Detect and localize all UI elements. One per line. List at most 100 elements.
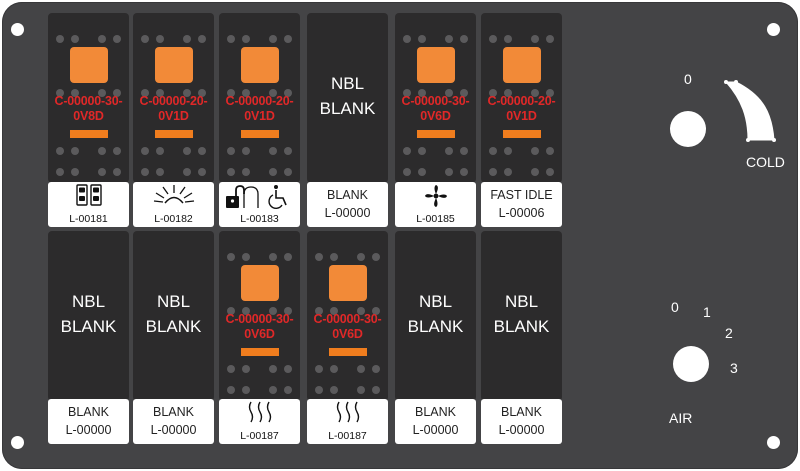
switch-code-line2: 0V1D [506, 109, 537, 123]
indicator-dots-row [133, 168, 214, 178]
air-position-2: 2 [725, 325, 733, 341]
switch-code-line2: 0V6D [420, 109, 451, 123]
legend-code: L-00000 [150, 423, 197, 437]
blank-switch-line1: NBL [330, 74, 365, 93]
switch-legend-label: L-00185 [395, 182, 476, 227]
blank-switch-line2: BLANK [60, 317, 117, 336]
indicator-dots-row [395, 168, 476, 178]
indicator-dot [156, 89, 164, 97]
indicator-dots-row [133, 89, 214, 99]
indicator-dots-row [307, 365, 388, 375]
indicator-dot [460, 168, 468, 176]
rocker-switch[interactable]: C-00000-30-0V6D [219, 231, 300, 401]
rocker-switch[interactable]: C-00000-30-0V6D [307, 231, 388, 401]
indicator-dot [227, 253, 235, 261]
indicator-dot [330, 386, 338, 394]
indicator-dot [242, 168, 250, 176]
indicator-dot [531, 35, 539, 43]
indicator-dots-row [219, 307, 300, 317]
switch-code-line2: 0V6D [244, 327, 275, 341]
indicator-dots-row [48, 168, 129, 178]
indicator-dots-row [219, 147, 300, 157]
blank-switch-line2: BLANK [145, 317, 202, 336]
legend-code: L-00183 [240, 213, 279, 225]
indicator-dot [98, 35, 106, 43]
indicator-dot [242, 147, 250, 155]
indicator-dot [315, 386, 323, 394]
rocker-switch[interactable]: C-00000-30-0V8D [48, 13, 129, 183]
indicator-dot [227, 365, 235, 373]
rocker-switch[interactable]: C-00000-20-0V1D [219, 13, 300, 183]
indicator-dot [113, 89, 121, 97]
indicator-dot [403, 35, 411, 43]
indicator-dot [156, 35, 164, 43]
switch-indicator-bar [241, 130, 279, 138]
mounting-hole-bottom-left [11, 436, 24, 449]
indicator-dot [269, 147, 277, 155]
indicator-dot [56, 89, 64, 97]
indicator-dot [403, 89, 411, 97]
indicator-dot [71, 89, 79, 97]
indicator-dot [418, 89, 426, 97]
indicator-dot [489, 35, 497, 43]
legend-code: L-00000 [412, 423, 459, 437]
indicator-dot [504, 147, 512, 155]
rocker-switch[interactable]: C-00000-20-0V1D [481, 13, 562, 183]
heat-wave-icon [219, 401, 300, 423]
air-knob[interactable] [673, 346, 709, 382]
indicator-dot [227, 168, 235, 176]
indicator-dot [71, 168, 79, 176]
blank-switch-line2: BLANK [493, 317, 550, 336]
switch-code-line1: C-00000-20- [139, 94, 208, 108]
temperature-knob[interactable] [670, 111, 706, 147]
indicator-dot [198, 168, 206, 176]
indicator-dot [183, 89, 191, 97]
switch-code-line2: 0V8D [73, 109, 104, 123]
indicator-dot [460, 147, 468, 155]
rocker-switch[interactable]: NBL BLANK [481, 231, 562, 401]
indicator-dot [284, 253, 292, 261]
legend-title: BLANK [415, 405, 456, 419]
indicator-dot [198, 35, 206, 43]
indicator-dots-row [481, 35, 562, 45]
indicator-dot [489, 168, 497, 176]
blank-switch-line1: NBL [418, 292, 453, 311]
indicator-dot [227, 386, 235, 394]
legend-title: BLANK [153, 405, 194, 419]
switch-code-line2: 0V6D [332, 327, 363, 341]
indicator-dot [460, 35, 468, 43]
indicator-dot [198, 147, 206, 155]
switch-indicator-bar [417, 130, 455, 138]
indicator-dot [284, 89, 292, 97]
indicator-dot [284, 365, 292, 373]
rocker-switch[interactable]: C-00000-20-0V1D [133, 13, 214, 183]
air-label: AIR [669, 410, 693, 426]
mounting-hole-bottom-right [767, 436, 780, 449]
fan-icon [395, 184, 476, 208]
air-position-3: 3 [730, 360, 738, 376]
legend-code: L-00182 [154, 213, 193, 225]
blank-switch-line1: NBL [504, 292, 539, 311]
indicator-dot [315, 307, 323, 315]
air-position-0: 0 [671, 299, 679, 315]
indicator-dot [330, 365, 338, 373]
switch-legend-label: L-00183 [219, 182, 300, 227]
indicator-dot [418, 168, 426, 176]
legend-code: L-00187 [328, 430, 367, 442]
indicator-dot [504, 35, 512, 43]
rocker-switch[interactable]: C-00000-30-0V6D [395, 13, 476, 183]
indicator-dots-row [395, 89, 476, 99]
indicator-dot [71, 147, 79, 155]
switch-indicator-bar [70, 130, 108, 138]
indicator-dot [531, 89, 539, 97]
indicator-dot [269, 35, 277, 43]
indicator-dots-row [219, 386, 300, 396]
indicator-dot [403, 168, 411, 176]
indicator-dot [242, 307, 250, 315]
